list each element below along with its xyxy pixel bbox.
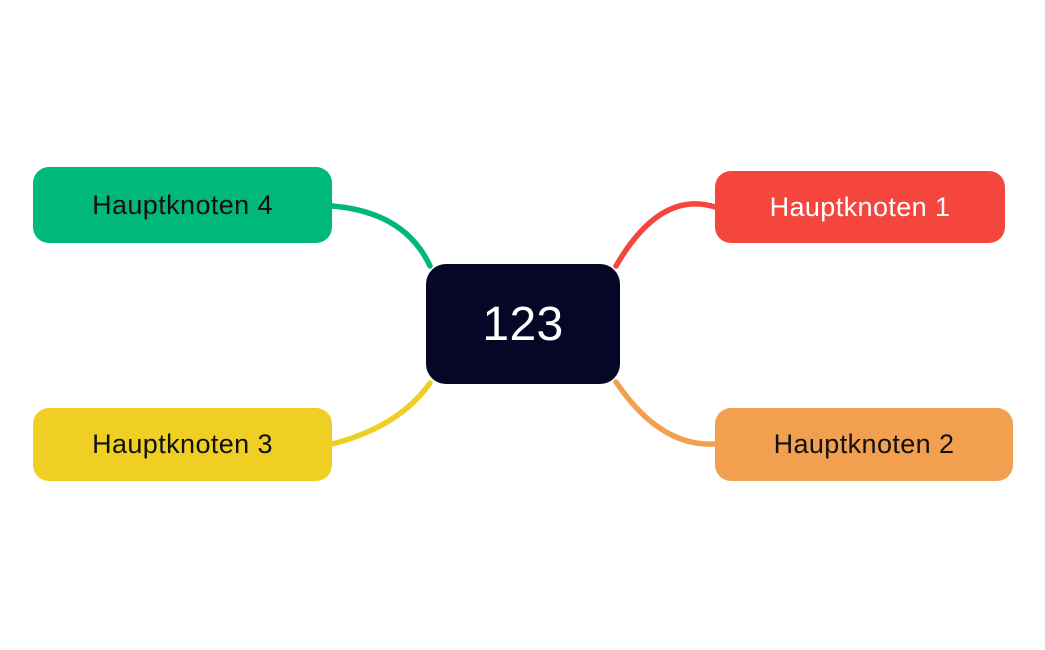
connector-central-to-hauptknoten-3 xyxy=(329,380,433,447)
branch-node-hauptknoten-4[interactable]: Hauptknoten 4 xyxy=(33,167,332,243)
branch-node-hauptknoten-1[interactable]: Hauptknoten 1 xyxy=(715,171,1005,243)
branch-node-hauptknoten-3[interactable]: Hauptknoten 3 xyxy=(33,408,332,481)
branch-node-hauptknoten-2[interactable]: Hauptknoten 2 xyxy=(715,408,1013,481)
branch-node-label: Hauptknoten 2 xyxy=(773,429,955,459)
connector-central-to-hauptknoten-2 xyxy=(613,379,718,447)
connector-central-to-hauptknoten-1 xyxy=(613,201,718,269)
branch-node-label: Hauptknoten 1 xyxy=(769,191,951,222)
branch-node-label: Hauptknoten 4 xyxy=(92,189,273,220)
central-node-label: 123 xyxy=(482,297,564,351)
connector-central-to-hauptknoten-4 xyxy=(329,203,433,269)
branch-node-label: Hauptknoten 3 xyxy=(92,429,273,459)
central-node[interactable]: 123 xyxy=(426,264,620,384)
